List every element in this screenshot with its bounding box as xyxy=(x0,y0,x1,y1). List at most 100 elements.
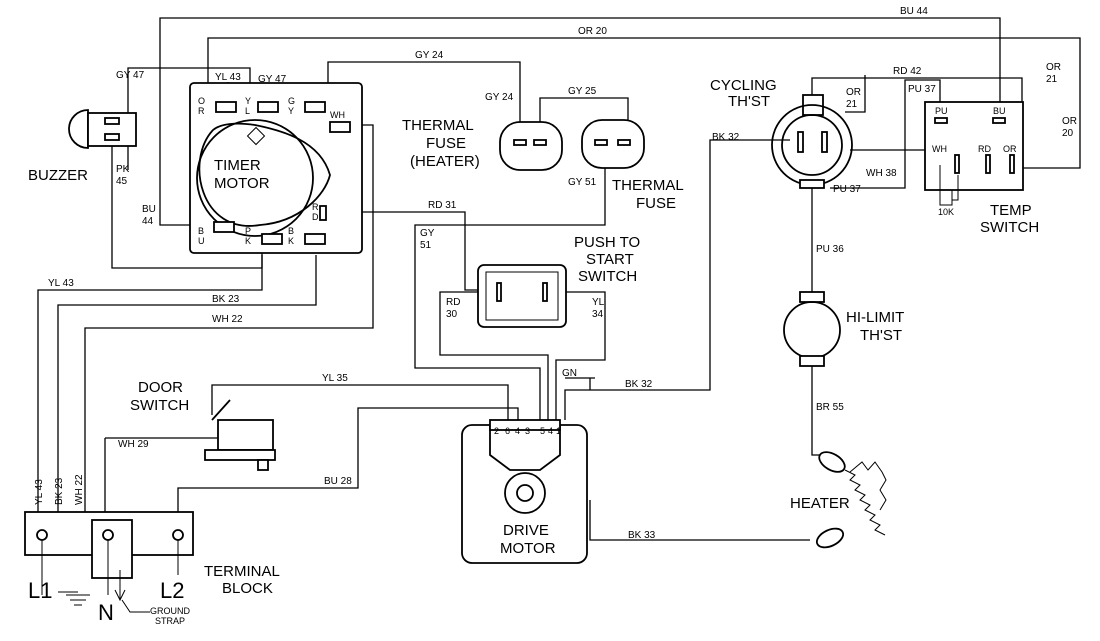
motor-pin-6: 6 xyxy=(505,426,510,436)
timer-motor xyxy=(189,82,363,254)
wire-pu36: PU 36 xyxy=(816,244,844,255)
wire-bu44-top: BU 44 xyxy=(900,6,928,17)
wire-yl43-timer: YL 43 xyxy=(215,72,241,83)
heater xyxy=(815,451,887,549)
wire-bk23-vertical: BK 23 xyxy=(54,477,65,505)
wire-rd30-a: RD xyxy=(446,297,460,308)
resistor-10k-label: 10K xyxy=(938,207,954,217)
timer-pin-gy-a: G xyxy=(288,96,295,106)
drive-motor-label-1: DRIVE xyxy=(503,522,549,539)
wire-or20-top: OR 20 xyxy=(578,26,607,37)
wire-gy51-fuse: GY 51 xyxy=(568,177,597,188)
timer-motor-label-1: TIMER xyxy=(214,157,261,174)
push-to-start-label-1: PUSH TO xyxy=(574,234,640,251)
timer-pin-bu-a: B xyxy=(198,226,204,236)
drive-motor-label-2: MOTOR xyxy=(500,540,556,557)
wire-bk33: BK 33 xyxy=(628,530,656,541)
temp-switch xyxy=(924,101,1024,206)
wire-wh29: WH 29 xyxy=(118,439,149,450)
wire-gy24-top: GY 24 xyxy=(415,50,444,61)
wire-bk32-top: BK 32 xyxy=(712,132,740,143)
door-switch-label-2: SWITCH xyxy=(130,397,189,414)
wire-wh38: WH 38 xyxy=(866,168,897,179)
hi-limit-thermostat xyxy=(783,291,841,367)
wire-gy51-left-a: GY xyxy=(420,228,435,239)
timer-pin-or-a: O xyxy=(198,96,205,106)
temp-switch-pin-rd: RD xyxy=(978,144,991,154)
temp-switch-pin-bu: BU xyxy=(993,106,1006,116)
motor-pin-3: 3 xyxy=(525,426,530,436)
thermal-fuse-heater-label-1: THERMAL xyxy=(402,117,474,134)
wire-wh22-vertical: WH 22 xyxy=(74,474,85,505)
hi-limit-label-2: TH'ST xyxy=(860,327,902,344)
timer-pin-pk-a: P xyxy=(245,226,251,236)
buzzer xyxy=(68,109,137,149)
timer-pin-rd-b: D xyxy=(312,212,319,222)
wire-bu44-left-b: 44 xyxy=(142,216,154,227)
timer-pin-or-b: R xyxy=(198,106,205,116)
wire-gy47-left: GY 47 xyxy=(116,70,145,81)
hi-limit-label-1: HI-LIMIT xyxy=(846,309,904,326)
door-switch-label-1: DOOR xyxy=(138,379,183,396)
wire-yl35: YL 35 xyxy=(322,373,348,384)
timer-pin-rd-a: R xyxy=(312,202,319,212)
thermal-fuse-label-2: FUSE xyxy=(636,195,676,212)
ground-strap-label-1: GROUND xyxy=(150,606,190,616)
buzzer-label: BUZZER xyxy=(28,167,88,184)
terminal-l1: L1 xyxy=(28,578,52,603)
timer-motor-label-2: MOTOR xyxy=(214,175,270,192)
terminal-block xyxy=(24,511,194,613)
timer-pin-pk-b: K xyxy=(245,236,251,246)
motor-pin-1: 1 xyxy=(556,426,561,436)
heater-label: HEATER xyxy=(790,495,850,512)
cycling-thermostat xyxy=(771,94,853,189)
wire-pk45-b: 45 xyxy=(116,176,128,187)
thermal-fuse-label-1: THERMAL xyxy=(612,177,684,194)
wire-rd42: RD 42 xyxy=(893,66,922,77)
wire-yl34-b: 34 xyxy=(592,309,604,320)
thermal-fuse-heater-label-3: (HEATER) xyxy=(410,153,480,170)
cycling-thst-label-2: TH'ST xyxy=(728,93,770,110)
wire-pk45-a: PK xyxy=(116,164,130,175)
push-to-start-label-2: START xyxy=(586,251,634,268)
wire-bu44-left-a: BU xyxy=(142,204,156,215)
wire-yl43-left: YL 43 xyxy=(48,278,74,289)
thermal-fuse xyxy=(581,119,645,169)
temp-switch-label-1: TEMP xyxy=(990,202,1032,219)
terminal-block-label-1: TERMINAL xyxy=(204,563,280,580)
terminal-l2: L2 xyxy=(160,578,184,603)
motor-pin-2: 2 xyxy=(494,426,499,436)
wire-bu28: BU 28 xyxy=(324,476,352,487)
timer-pin-bk-b: K xyxy=(288,236,294,246)
timer-pin-bk-a: B xyxy=(288,226,294,236)
drive-motor xyxy=(461,419,588,564)
ground-strap-label-2: STRAP xyxy=(155,616,185,626)
wire-pu37-bottom: PU 37 xyxy=(833,184,861,195)
temp-switch-pin-wh: WH xyxy=(932,144,947,154)
wire-bk32-mid: BK 32 xyxy=(625,379,653,390)
wire-gy24-fuse: GY 24 xyxy=(485,92,514,103)
wire-or20r-b: 20 xyxy=(1062,128,1074,139)
wire-yl43-vertical: YL 43 xyxy=(34,479,45,505)
push-to-start-switch xyxy=(477,264,567,328)
motor-pin-5: 5 xyxy=(540,426,545,436)
motor-pin-4: 4 xyxy=(515,426,520,436)
terminal-n: N xyxy=(98,600,114,625)
wire-or21-b: 21 xyxy=(846,99,858,110)
wire-rd30-b: 30 xyxy=(446,309,458,320)
timer-pin-yl-a: Y xyxy=(245,96,251,106)
thermal-fuse-heater xyxy=(499,121,563,171)
thermal-fuse-heater-label-2: FUSE xyxy=(426,135,466,152)
wire-rd31: RD 31 xyxy=(428,200,457,211)
push-to-start-label-3: SWITCH xyxy=(578,268,637,285)
wire-br55: BR 55 xyxy=(816,402,844,413)
wire-gy51-left-b: 51 xyxy=(420,240,432,251)
temp-switch-label-2: SWITCH xyxy=(980,219,1039,236)
wire-wh22: WH 22 xyxy=(212,314,243,325)
wire-gy47-top: GY 47 xyxy=(258,74,287,85)
door-switch xyxy=(204,399,276,471)
cycling-thst-label-1: CYCLING xyxy=(710,77,777,94)
temp-switch-pin-pu: PU xyxy=(935,106,948,116)
wire-labels: BU 44 OR 20 GY 47 GY 47 GY 24 GY 24 GY 2… xyxy=(34,6,1077,541)
